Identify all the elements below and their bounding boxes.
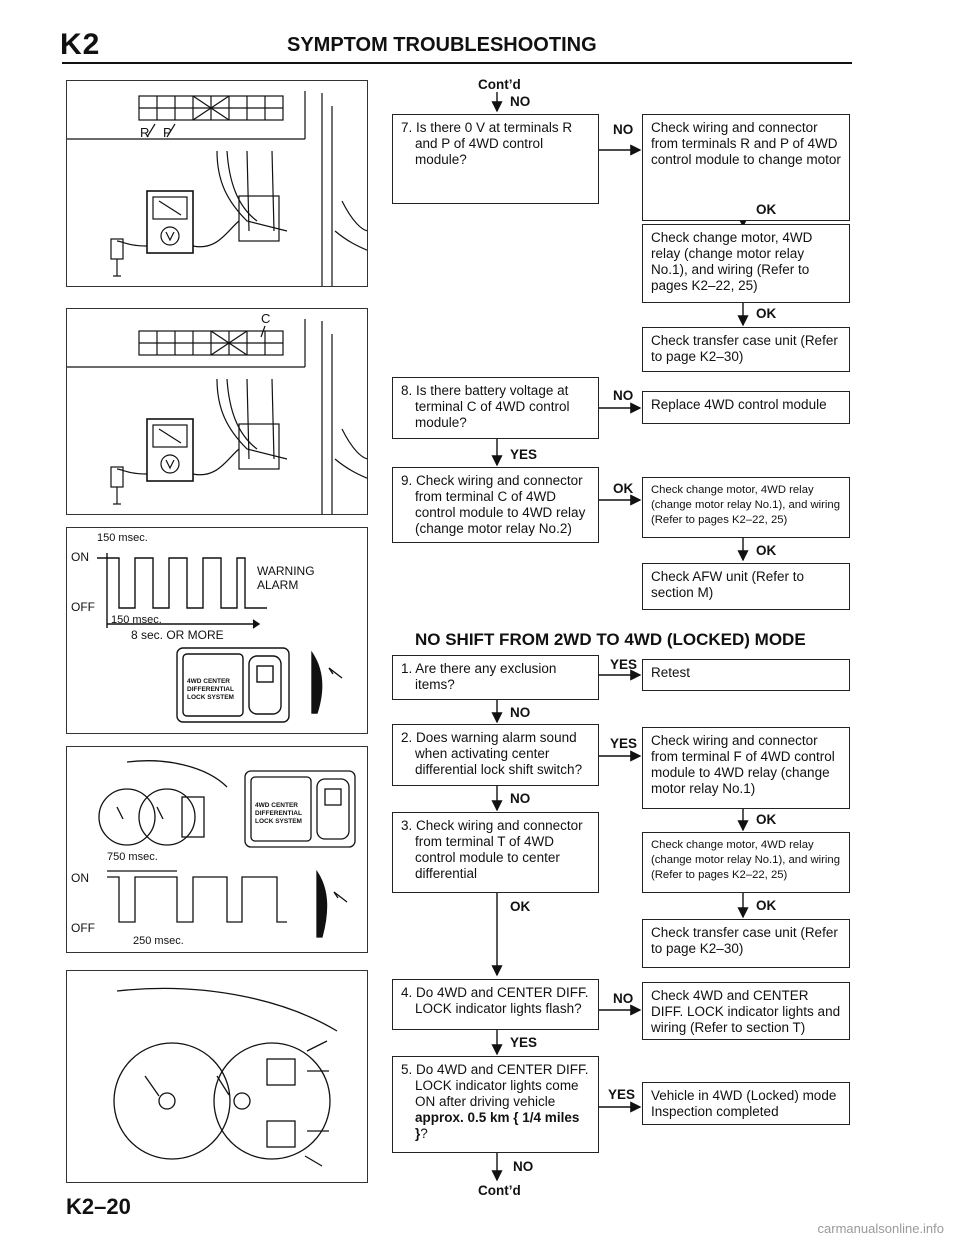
section-code: K2 (60, 28, 101, 61)
no-label: NO (513, 1159, 534, 1174)
step-7-result-box: Check wiring and connector from terminal… (642, 114, 850, 221)
step-4-result-box: Check 4WD and CENTER DIFF. LOCK indicato… (642, 982, 850, 1040)
warning-alarm-label: WARNING ALARM (257, 564, 315, 592)
step-5-question-end: ? (420, 1126, 428, 1141)
page-number: K2–20 (66, 1194, 131, 1219)
yes-label: YES (610, 657, 638, 672)
step-7-result-box-2: Check change motor, 4WD relay (change mo… (642, 224, 850, 303)
ok-label: OK (756, 543, 777, 558)
no-label: NO (510, 94, 531, 109)
step-5-result-box: Vehicle in 4WD (Locked) mode Inspection … (642, 1082, 850, 1125)
step-8-question: 8. Is there battery voltage at terminal … (392, 377, 599, 439)
ok-label: OK (756, 812, 777, 827)
ok-label: OK (756, 202, 777, 217)
cluster-drawing (113, 987, 338, 1167)
header-rule (62, 62, 852, 64)
no-label: NO (613, 122, 634, 137)
off-label: OFF (71, 600, 95, 614)
step-2-result-box: Check wiring and connector from terminal… (642, 727, 850, 809)
illustration-terminal-c: C (66, 308, 368, 515)
yes-label: YES (608, 1087, 636, 1102)
step-7-result-box-3: Check transfer case unit (Refer to page … (642, 327, 850, 372)
terminal-r-label: R (140, 125, 150, 140)
step-5-distance: approx. 0.5 km { 1/4 miles } (415, 1110, 580, 1141)
on-label: ON (71, 871, 89, 885)
step-5-question-text: 5. Do 4WD and CENTER DIFF. LOCK indicato… (401, 1062, 589, 1109)
module-multimeter-drawing (67, 319, 367, 514)
step-3-question: 3. Check wiring and connector from termi… (392, 812, 599, 893)
ok-label: OK (756, 306, 777, 321)
illustration-indicator-flash: 750 msec. ON OFF 250 msec. 4WD CENTER DI… (66, 746, 368, 953)
off-label: OFF (71, 921, 95, 935)
step-2-question: 2. Does warning alarm sound when activat… (392, 724, 599, 786)
module-multimeter-drawing (67, 91, 367, 286)
page-title: SYMPTOM TROUBLESHOOTING (287, 34, 597, 56)
step-4-question: 4. Do 4WD and CENTER DIFF. LOCK indicato… (392, 979, 599, 1030)
ok-label: OK (756, 898, 777, 913)
illustration-terminals-rp: R P (66, 80, 368, 287)
inner-interval-label: 150 msec. (111, 614, 162, 626)
yes-label: YES (510, 447, 538, 462)
contd-bottom-label: Cont’d (478, 1183, 521, 1198)
no-label: NO (613, 388, 634, 403)
step-9-question: 9. Check wiring and connector from termi… (392, 467, 599, 543)
step-5-question: 5. Do 4WD and CENTER DIFF. LOCK indicato… (392, 1056, 599, 1153)
terminal-p-label: P (163, 125, 172, 140)
step-8-result-box: Replace 4WD control module (642, 391, 850, 424)
indicator-waveform-drawing (98, 760, 356, 938)
contd-top-label: Cont’d (478, 77, 521, 92)
step-9-result-box-2: Check AFW unit (Refer to section M) (642, 563, 850, 610)
top-interval-label: 150 msec. (97, 532, 148, 544)
alarm-waveform-drawing (97, 553, 343, 723)
step-7-question: 7. Is there 0 V at terminals R and P of … (392, 114, 599, 204)
no-label: NO (510, 705, 531, 720)
step-9-result-box: Check change motor, 4WD relay (change mo… (642, 477, 850, 538)
step-2-result-box-2: Check change motor, 4WD relay (change mo… (642, 832, 850, 893)
switch-label: 4WD CENTER DIFFERENTIAL LOCK SYSTEM (187, 678, 234, 701)
terminal-c-label: C (261, 311, 271, 326)
watermark: carmanualsonline.info (817, 1221, 944, 1236)
bottom-interval-label: 250 msec. (133, 935, 184, 947)
yes-label: YES (610, 736, 638, 751)
no-label: NO (510, 791, 531, 806)
no-label: NO (613, 991, 634, 1006)
section-title: NO SHIFT FROM 2WD TO 4WD (LOCKED) MODE (415, 630, 806, 649)
ok-label: OK (510, 899, 531, 914)
yes-label: YES (510, 1035, 538, 1050)
illustration-instrument-cluster (66, 970, 368, 1183)
duration-label: 8 sec. OR MORE (131, 628, 224, 642)
step-2-result-box-3: Check transfer case unit (Refer to page … (642, 919, 850, 968)
on-label: ON (71, 550, 89, 564)
illustration-warning-alarm: 150 msec. ON OFF 150 msec. 8 sec. OR MOR… (66, 527, 368, 734)
ok-label: OK (613, 481, 634, 496)
top-interval-label: 750 msec. (107, 851, 158, 863)
step-1-question: 1. Are there any exclusion items? (392, 655, 599, 700)
step-1-result-box: Retest (642, 659, 850, 691)
switch-label: 4WD CENTER DIFFERENTIAL LOCK SYSTEM (255, 802, 302, 825)
